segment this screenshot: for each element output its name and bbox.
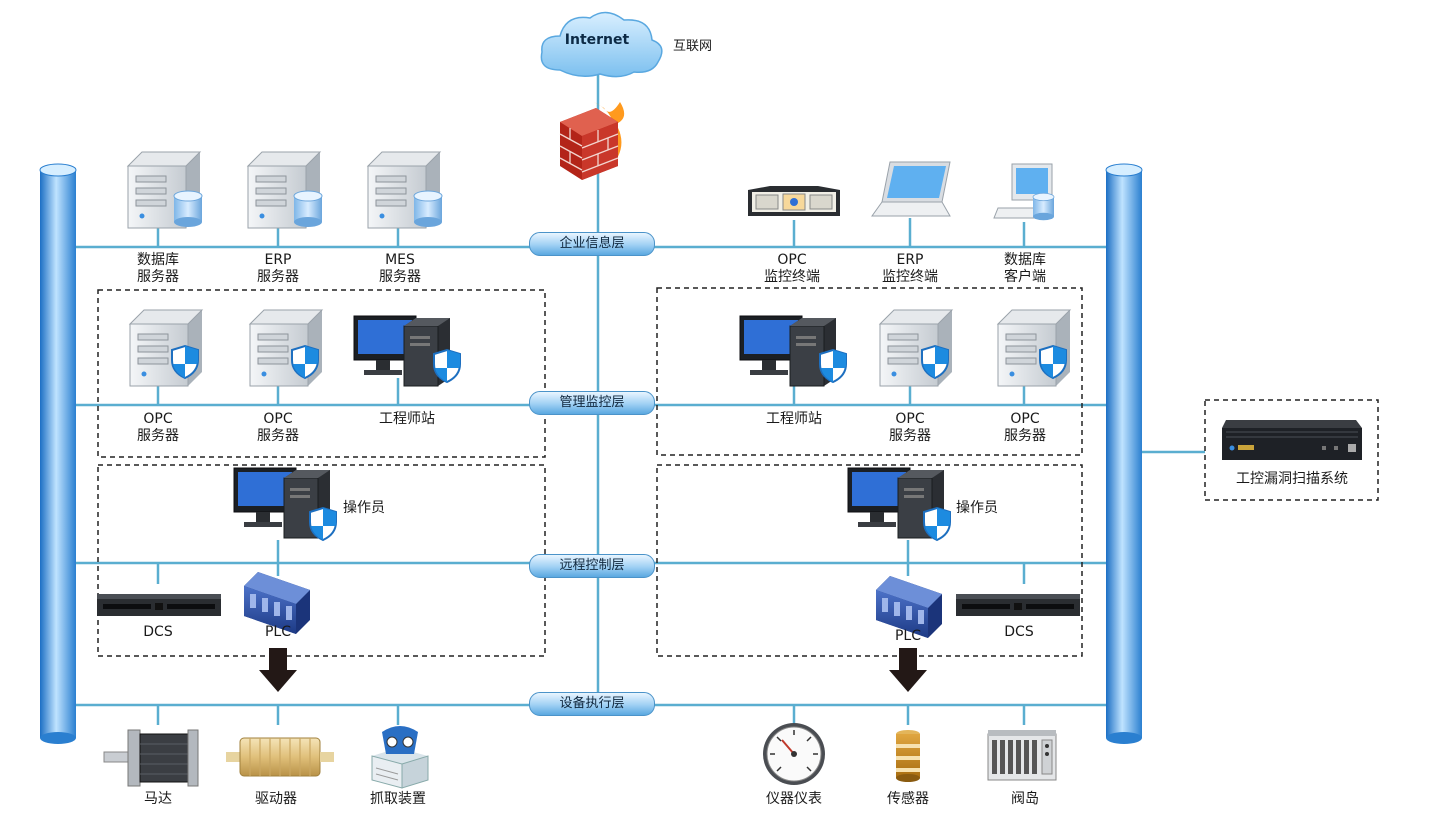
dcs-unit-icon bbox=[956, 594, 1080, 616]
layer-tag-control: 远程控制层 bbox=[529, 554, 655, 578]
field-device-label: 阀岛 bbox=[1011, 791, 1039, 807]
layer-tag-management: 管理监控层 bbox=[529, 391, 655, 415]
database-client-label: 数据库客户端 bbox=[1004, 252, 1046, 285]
field-device-label: 马达 bbox=[144, 791, 172, 807]
engineer-station-label: 工程师站 bbox=[379, 411, 435, 427]
erp-laptop-icon bbox=[871, 161, 951, 217]
dcs-label: DCS bbox=[143, 624, 173, 640]
database-server-label: 数据库服务器 bbox=[137, 252, 179, 285]
dcs-unit-icon bbox=[97, 594, 221, 616]
left-bus-pillar bbox=[39, 163, 77, 744]
firewall-icon bbox=[559, 102, 625, 180]
internet-cn-label: 互联网 bbox=[673, 39, 713, 54]
operator-label: 操作员 bbox=[956, 500, 998, 516]
operator-workstation-icon bbox=[847, 467, 951, 541]
operator-label: 操作员 bbox=[343, 500, 385, 516]
opc-server-icon bbox=[249, 309, 323, 387]
motor-icon bbox=[103, 729, 199, 787]
engineer-station-label: 工程师站 bbox=[766, 411, 822, 427]
database-client-icon bbox=[993, 163, 1055, 221]
layer-tag-enterprise: 企业信息层 bbox=[529, 232, 655, 256]
opc-monitor-terminal-icon bbox=[748, 186, 840, 216]
driver-icon bbox=[226, 737, 334, 777]
field-device-label: 抓取装置 bbox=[370, 791, 426, 807]
opc-server-icon bbox=[879, 309, 953, 387]
opc-server-icon bbox=[129, 309, 203, 387]
layer-tag-field: 设备执行层 bbox=[529, 692, 655, 716]
gauge-icon bbox=[763, 723, 825, 785]
field-device-label: 传感器 bbox=[887, 791, 929, 807]
plc-label: PLC bbox=[264, 624, 292, 640]
dcs-label: DCS bbox=[1004, 624, 1034, 640]
field-device-label: 仪器仪表 bbox=[766, 791, 822, 807]
plc-label: PLC bbox=[894, 628, 922, 644]
sensor-icon bbox=[896, 730, 920, 782]
engineer-station-icon bbox=[739, 315, 847, 387]
down-arrow-icon bbox=[259, 648, 297, 692]
opc-server-icon bbox=[997, 309, 1071, 387]
field-device-label: 驱动器 bbox=[255, 791, 297, 807]
vulnerability-scanner-icon bbox=[1222, 420, 1362, 460]
mes-server-icon bbox=[367, 151, 443, 229]
operator-workstation-icon bbox=[233, 467, 337, 541]
scanner-label: 工控漏洞扫描系统 bbox=[1236, 471, 1348, 487]
internet-label: Internet bbox=[564, 32, 630, 48]
gripper-icon bbox=[371, 726, 429, 789]
valve-island-icon bbox=[987, 730, 1057, 781]
database-server-icon bbox=[127, 151, 203, 229]
down-arrow-icon bbox=[889, 648, 927, 692]
internet-cloud-icon bbox=[540, 11, 663, 78]
engineer-station-icon bbox=[353, 315, 461, 387]
right-bus-pillar bbox=[1105, 163, 1143, 744]
erp-server-icon bbox=[247, 151, 323, 229]
